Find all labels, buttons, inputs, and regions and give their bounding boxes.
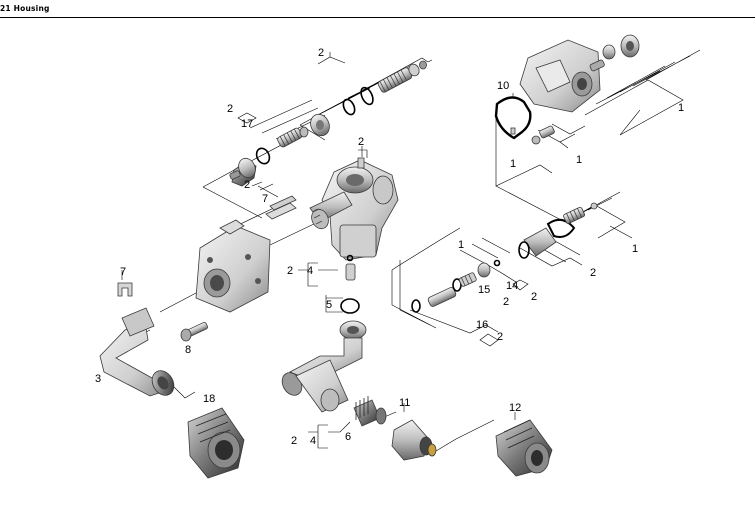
piston-sleeve	[277, 113, 330, 148]
callout-18: 18	[203, 393, 215, 405]
callout-2-inlet: 2	[227, 103, 233, 115]
callout-1-valve-insert: 1	[458, 239, 464, 251]
callout-2-pipe: 2	[291, 435, 297, 447]
spring-seal-assembly	[342, 60, 427, 116]
page-title: 21 Housing	[0, 4, 50, 13]
gasket-10	[494, 96, 532, 140]
valve-small-parts	[510, 125, 555, 145]
callout-10: 10	[497, 80, 509, 92]
center-pin	[340, 254, 360, 314]
callout-15: 15	[478, 284, 490, 296]
callout-1-valve: 1	[576, 154, 582, 166]
callout-12: 12	[509, 402, 521, 414]
central-housing	[309, 157, 399, 261]
screw	[180, 321, 208, 342]
callout-2-15: 2	[503, 296, 509, 308]
callout-1-right-lower: 1	[632, 243, 638, 255]
callout-17: 17	[241, 118, 253, 130]
part-callouts: 2 2 17 2 2 7 10 1 1 1 1 2 1 14 2 15 2 16…	[95, 47, 684, 447]
callout-4-pipe: 4	[310, 435, 316, 447]
header-divider	[0, 17, 755, 18]
callout-3: 3	[95, 373, 101, 385]
callout-7-lower: 7	[120, 266, 126, 278]
housing-right-top	[519, 34, 640, 113]
coupling-12	[495, 419, 553, 477]
callout-16: 16	[476, 319, 488, 331]
callout-14: 14	[506, 280, 518, 292]
retaining-clip-lower	[117, 282, 133, 297]
pump-housing-left	[195, 219, 271, 313]
valve-insert	[411, 259, 501, 313]
valve-assembly-right	[518, 202, 598, 259]
callout-4-pin: 4	[307, 265, 313, 277]
callout-8: 8	[185, 344, 191, 356]
elbow-pipe-left	[99, 307, 175, 397]
callout-2-right-lower: 2	[590, 267, 596, 279]
callout-2-clip: 2	[244, 179, 250, 191]
callout-6: 6	[345, 431, 351, 443]
coupling-18	[187, 407, 245, 479]
callout-2-pin: 2	[287, 265, 293, 277]
page-header: 21 Housing	[0, 0, 755, 22]
callout-1-housing: 1	[678, 102, 684, 114]
callout-7-upper: 7	[262, 193, 268, 205]
outlet-pipe-center	[281, 320, 387, 427]
inlet-fitting	[229, 147, 271, 187]
adapter-11	[391, 419, 437, 461]
callout-2-16: 2	[497, 331, 503, 343]
callout-2-top-spring: 2	[318, 47, 324, 59]
callout-2-housing-top: 2	[358, 136, 364, 148]
callout-5: 5	[326, 299, 332, 311]
callout-11: 11	[399, 397, 410, 409]
callout-2-14: 2	[531, 291, 537, 303]
retaining-clip-upper	[265, 195, 297, 220]
callout-1-gasket: 1	[510, 158, 516, 170]
